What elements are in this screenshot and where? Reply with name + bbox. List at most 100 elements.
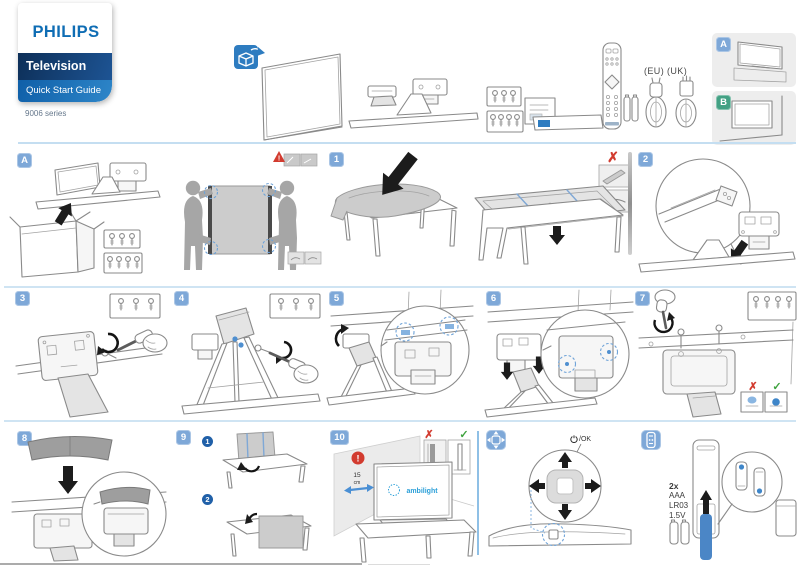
ok-mark: ✓ <box>459 429 468 441</box>
page-edge-line-faint <box>368 564 430 565</box>
remote-back <box>692 439 720 560</box>
remote-control <box>602 42 622 130</box>
remote-control-icon <box>646 431 656 449</box>
substep-2-badge: 2 <box>202 494 213 505</box>
carry-warning-inset: ! <box>273 151 318 167</box>
ok-mark: ✓ <box>772 381 781 393</box>
step-10-badge: 10 <box>330 430 349 445</box>
stand-bracket-base <box>33 513 93 562</box>
screws-into-plate <box>662 324 736 418</box>
ambilight-logo: ambilight <box>406 488 438 495</box>
box-contents-illustration <box>234 42 697 141</box>
page-edge-line <box>0 563 362 565</box>
step-3-badge: 3 <box>15 291 30 306</box>
step-5-illustration <box>326 289 474 406</box>
screw-packs <box>486 86 524 133</box>
philips-wordmark: PHILIPS <box>32 23 100 41</box>
ambilight-ring-icon <box>388 484 400 496</box>
tv-with-ambilight: ambilight <box>373 461 453 531</box>
step-4-illustration <box>181 293 321 415</box>
step-8-illustration <box>11 435 167 562</box>
battery-qty: 2x <box>669 481 679 491</box>
screw-packs <box>103 229 143 274</box>
tv-on-wall-thumbnail <box>719 95 783 142</box>
step-1-badge: 1 <box>329 152 344 167</box>
step-1-illustration: ✗ <box>330 149 631 265</box>
stand-seated <box>484 333 598 418</box>
step-7-illustration: ✗ ✓ <box>638 289 797 418</box>
warning-triangle-icon <box>273 151 285 162</box>
stand-base <box>638 239 796 273</box>
cover-piece <box>27 435 113 461</box>
unpack-illustration: ! <box>9 151 322 278</box>
step-4-badge: 4 <box>174 291 189 306</box>
svg-text:cm: cm <box>354 480 361 486</box>
hook-magnifier <box>380 305 470 395</box>
step-5-badge: 5 <box>329 291 344 306</box>
step-10-illustration: ✗ ✓ ! 15 cm ambilight <box>333 429 477 563</box>
aaa-batteries <box>669 519 690 545</box>
cardboard-box <box>9 202 105 278</box>
power-icon <box>570 435 578 443</box>
tv-table <box>355 519 477 563</box>
svg-text:!: ! <box>278 156 280 163</box>
battery-cover <box>775 499 797 537</box>
wrong-mark: ✗ <box>607 149 619 165</box>
cover-magnifier <box>81 471 167 557</box>
packaged-bar-part <box>532 114 604 131</box>
joystick-icon <box>487 431 505 449</box>
screw-depth-inset: ✗ ✓ <box>740 381 788 413</box>
stand-hooking <box>326 324 416 406</box>
battery-magnifier <box>717 451 783 525</box>
mount-a-badge: A <box>716 37 731 52</box>
screw-pack-icon <box>747 291 797 321</box>
tv-on-stand-thumbnail <box>733 41 787 83</box>
cables-region-label: (EU) (UK) <box>644 66 688 76</box>
wrong-mark: ✗ <box>424 429 433 441</box>
screwdriver-hand <box>97 329 168 359</box>
svg-text:!: ! <box>357 454 360 464</box>
step-9-badge: 9 <box>176 430 191 445</box>
unbox-icon <box>234 45 265 69</box>
battery-voltage: 1.5V <box>669 511 686 520</box>
latch-magnifier <box>540 309 630 399</box>
series-label: 9006 series <box>25 109 67 118</box>
step-2-badge: 2 <box>638 152 653 167</box>
stand-foot <box>57 373 109 418</box>
unpacked-parts <box>35 162 161 210</box>
table-with-blanket <box>330 151 458 257</box>
philips-logo-card: PHILIPS Television Quick Start Guide <box>18 3 112 102</box>
step-2-illustration <box>638 158 796 273</box>
step-9-illustration <box>222 431 312 557</box>
warning-circle-icon <box>351 451 365 465</box>
stand-column-part <box>367 85 397 107</box>
bracket-part <box>412 78 448 105</box>
page-fold-crease <box>628 152 632 255</box>
carry-hint-inset <box>287 251 322 265</box>
screw-pack-icon <box>109 293 161 319</box>
battery-install-illustration <box>669 439 797 560</box>
battery-type: AAA <box>669 491 686 500</box>
lift-tv-on-table <box>222 431 308 489</box>
screwdriver-hand <box>254 340 319 384</box>
distance-annotation: ! 15 cm <box>344 451 374 494</box>
wrong-mark: ✗ <box>748 381 757 393</box>
bracket-attach <box>730 211 780 262</box>
section-unpack-badge: A <box>17 153 32 168</box>
tv-back-rails <box>638 329 794 349</box>
step-7-badge: 7 <box>635 291 650 306</box>
power-cables <box>645 75 697 128</box>
bracket-plate <box>37 331 99 381</box>
tv-upright-front <box>226 512 312 557</box>
guide-title: Quick Start Guide <box>18 80 112 102</box>
screwdriver-hand-top <box>653 289 676 334</box>
svg-text:15: 15 <box>353 472 361 479</box>
batteries <box>623 94 639 122</box>
remote-section-badge <box>641 430 661 450</box>
two-person-carry <box>184 180 297 270</box>
battery-model: LR03 <box>669 501 689 510</box>
substep-1-badge: 1 <box>202 436 213 447</box>
battery-specs: 2x AAA LR03 1.5V <box>669 481 688 521</box>
stand-base-part <box>348 93 479 129</box>
